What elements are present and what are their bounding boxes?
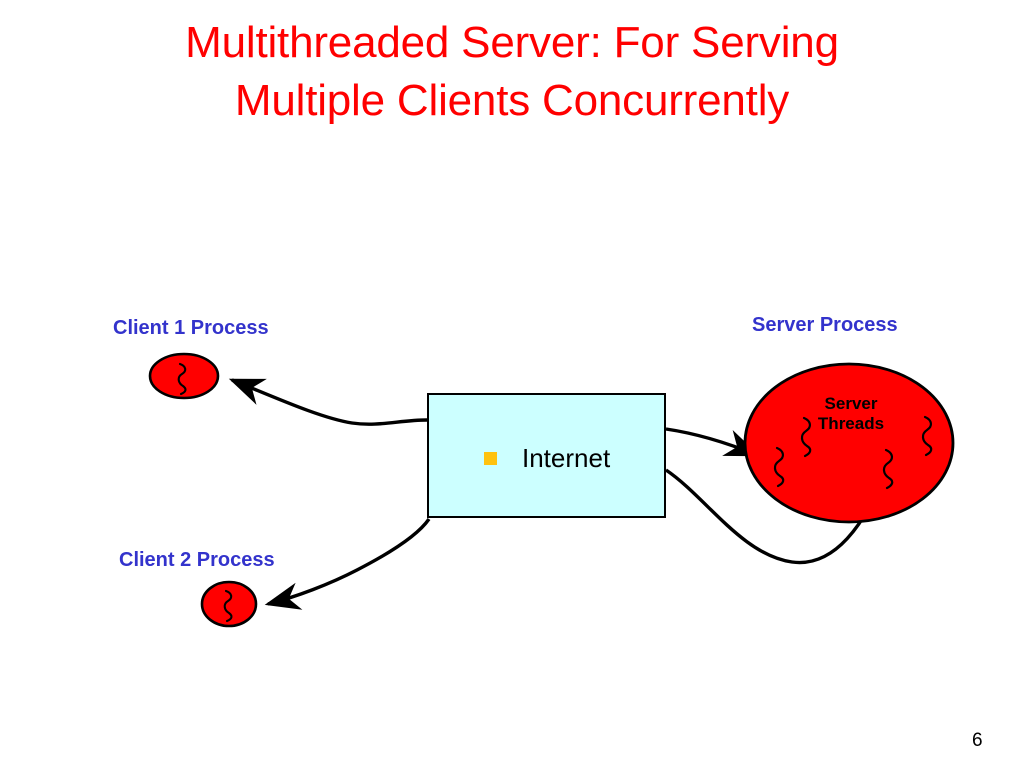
client1-thread-squiggle-icon [177,362,187,396]
page-title: Multithreaded Server: For Serving Multip… [62,14,962,130]
server-process-label: Server Process [752,314,898,336]
page-title-line-2: Multiple Clients Concurrently [234,76,790,126]
client1-process-ellipse[interactable] [148,352,220,400]
edge-internet-to-client1 [228,378,428,426]
server-thread-squiggle-icon-2 [800,416,812,458]
client2-process-label: Client 2 Process [119,549,275,571]
client2-process-ellipse[interactable] [200,580,258,628]
page-title-line-1: Multithreaded Server: For Serving [185,18,839,67]
client1-process-label: Client 1 Process [113,317,269,339]
server-process-ellipse[interactable] [743,362,955,524]
internet-box[interactable]: Internet [427,393,666,518]
internet-bullet-row: Internet [484,443,610,474]
edge-internet-to-client2 [264,518,431,610]
server-threads-label-line-2: Threads [817,413,885,433]
server-thread-squiggle-icon-3 [882,448,894,490]
server-thread-squiggle-icon-4 [921,415,933,457]
server-threads-label-line-1: Server [824,394,878,413]
server-thread-squiggle-icon-1 [773,446,785,488]
server-threads-label: Server Threads [796,394,906,433]
client2-thread-squiggle-icon [223,589,233,623]
internet-label: Internet [522,443,611,473]
square-bullet-icon [484,452,497,465]
page-number: 6 [972,730,983,751]
edge-internet-to-server-thread-1 [665,427,761,457]
